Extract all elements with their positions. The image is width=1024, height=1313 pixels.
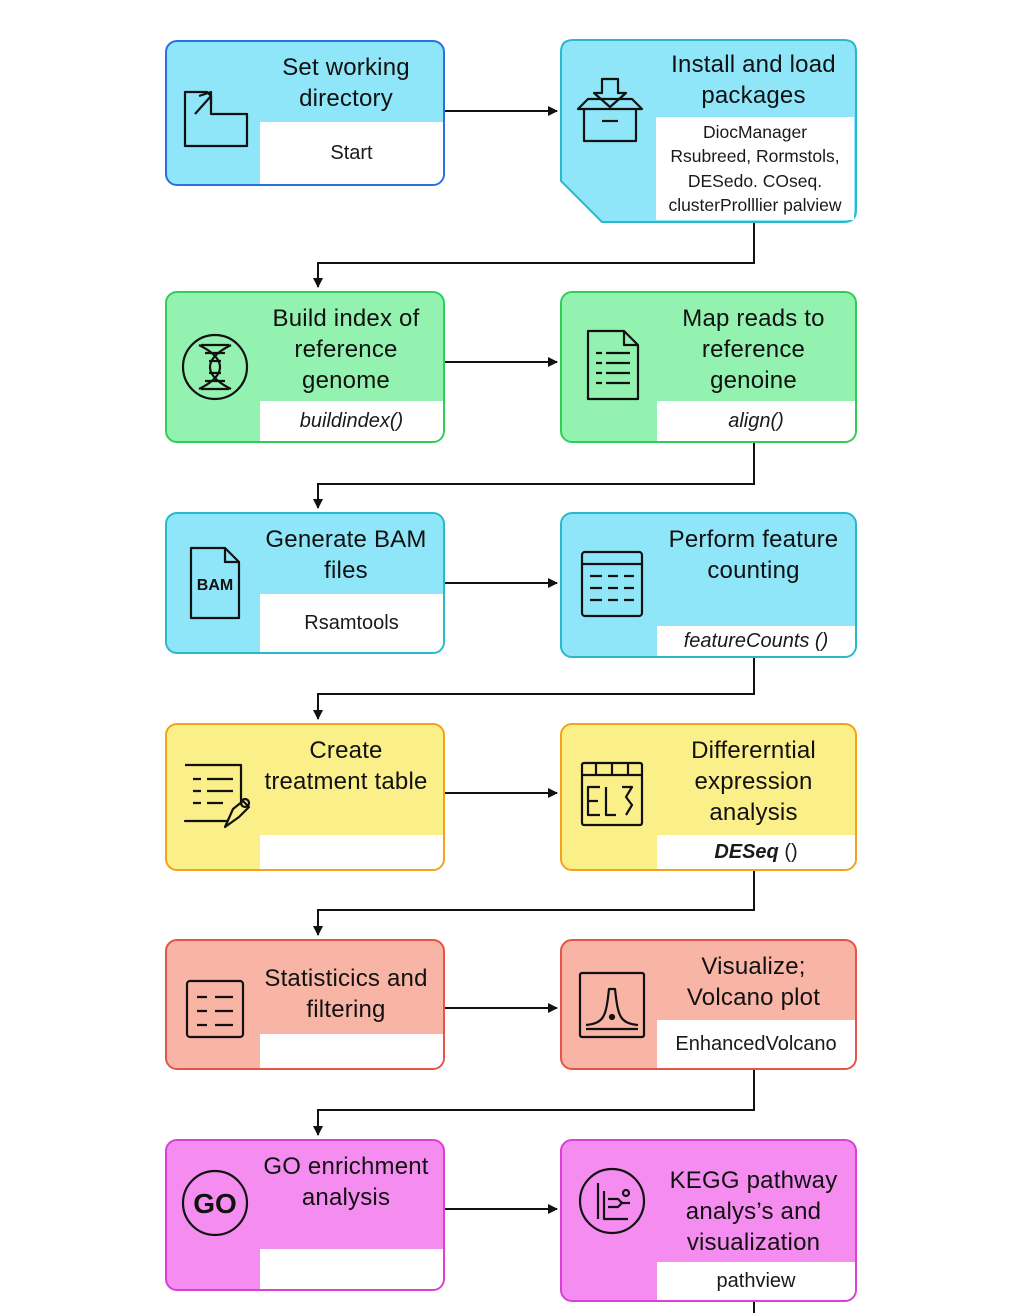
bam-label: BAM xyxy=(197,577,233,594)
step-map-reads: Map reads to reference genoine align() xyxy=(560,291,857,443)
step-subtitle: DESeq () xyxy=(657,835,855,869)
step-treatment-table: Create treatment table xyxy=(165,723,445,871)
connector-row5-to-row6 xyxy=(313,1070,755,1136)
edit-list-icon xyxy=(179,759,255,835)
connector-row2-to-row3 xyxy=(313,443,755,509)
calendar-grid-icon xyxy=(574,757,650,833)
step-generate-bam: BAM Generate BAM files Rsamtools xyxy=(165,512,445,654)
step-subtitle: DiocManager Rsubreed, Rormstols, DESedo.… xyxy=(656,117,854,220)
step-title: Visualize; Volcano plot xyxy=(686,953,821,1011)
step-subtitle: EnhancedVolcano xyxy=(657,1020,855,1068)
step-subtitle xyxy=(260,1034,443,1068)
step-feature-counting: Perform feature counting featureCounts (… xyxy=(560,512,857,658)
connector-row4-to-row5 xyxy=(313,871,755,936)
package-line: DESedo. COseq. xyxy=(687,170,823,191)
step-title: Differerntial expression analysis xyxy=(691,737,816,826)
cut-corner-shape xyxy=(560,39,857,223)
package-line: clusterProlllier palview xyxy=(668,195,842,215)
package-download-icon xyxy=(572,73,648,149)
step-install-packages: Install and load packages DiocManager Rs… xyxy=(560,39,857,223)
step-go-enrichment: GO GO enrichment analysis xyxy=(165,1139,445,1291)
step-statistics-filtering: Statisticics and filtering xyxy=(165,939,445,1070)
function-parens: () xyxy=(778,840,798,863)
step-differential-expression: Differerntial expression analysis DESeq … xyxy=(560,723,857,871)
pathway-icon xyxy=(574,1163,650,1239)
step-title: KEGG pathway analys’s and visualization xyxy=(669,1167,838,1256)
function-name: DESeq xyxy=(714,840,779,863)
step-subtitle: Start xyxy=(260,122,443,184)
step-title: Create treatment table xyxy=(264,737,428,795)
step-subtitle: align() xyxy=(657,401,855,441)
step-volcano-plot: Visualize; Volcano plot EnhancedVolcano xyxy=(560,939,857,1070)
go-label: GO xyxy=(193,1188,237,1219)
step-kegg-pathway: KEGG pathway analys’s and visualization … xyxy=(560,1139,857,1302)
step-title: Build index of reference genome xyxy=(272,305,420,394)
connector-row3-to-row4 xyxy=(313,657,755,720)
step-subtitle: Rsamtools xyxy=(260,594,443,652)
package-line: Rsubreed, Rormstols, xyxy=(670,146,840,166)
volcano-plot-icon xyxy=(574,967,650,1043)
step-title: Perform feature counting xyxy=(668,526,839,584)
step-title: Statisticics and filtering xyxy=(264,965,428,1023)
step-build-index: Build index of reference genome buildind… xyxy=(165,291,445,443)
document-icon xyxy=(574,327,650,403)
step-subtitle: pathview xyxy=(657,1262,855,1300)
step-subtitle: featureCounts () xyxy=(657,626,855,656)
table-icon xyxy=(574,546,650,622)
step-subtitle xyxy=(260,1249,443,1289)
folder-icon xyxy=(177,74,253,150)
step-title: Install and load packages xyxy=(671,51,836,109)
step-title: Set working directory xyxy=(282,54,410,112)
step-set-working-directory: Set working directory Start xyxy=(165,40,445,186)
connector-row1-to-row2 xyxy=(313,223,755,288)
bam-file-icon: BAM xyxy=(177,546,253,622)
dna-icon xyxy=(177,329,253,405)
go-icon: GO xyxy=(177,1165,253,1241)
step-title: GO enrichment analysis xyxy=(263,1153,429,1211)
step-subtitle: buildindex() xyxy=(260,401,443,441)
list-icon xyxy=(179,973,255,1049)
step-title: Generate BAM files xyxy=(265,526,427,584)
step-title: Map reads to reference genoine xyxy=(682,305,825,394)
step-subtitle xyxy=(260,835,443,869)
package-line: DiocManager xyxy=(702,121,808,142)
